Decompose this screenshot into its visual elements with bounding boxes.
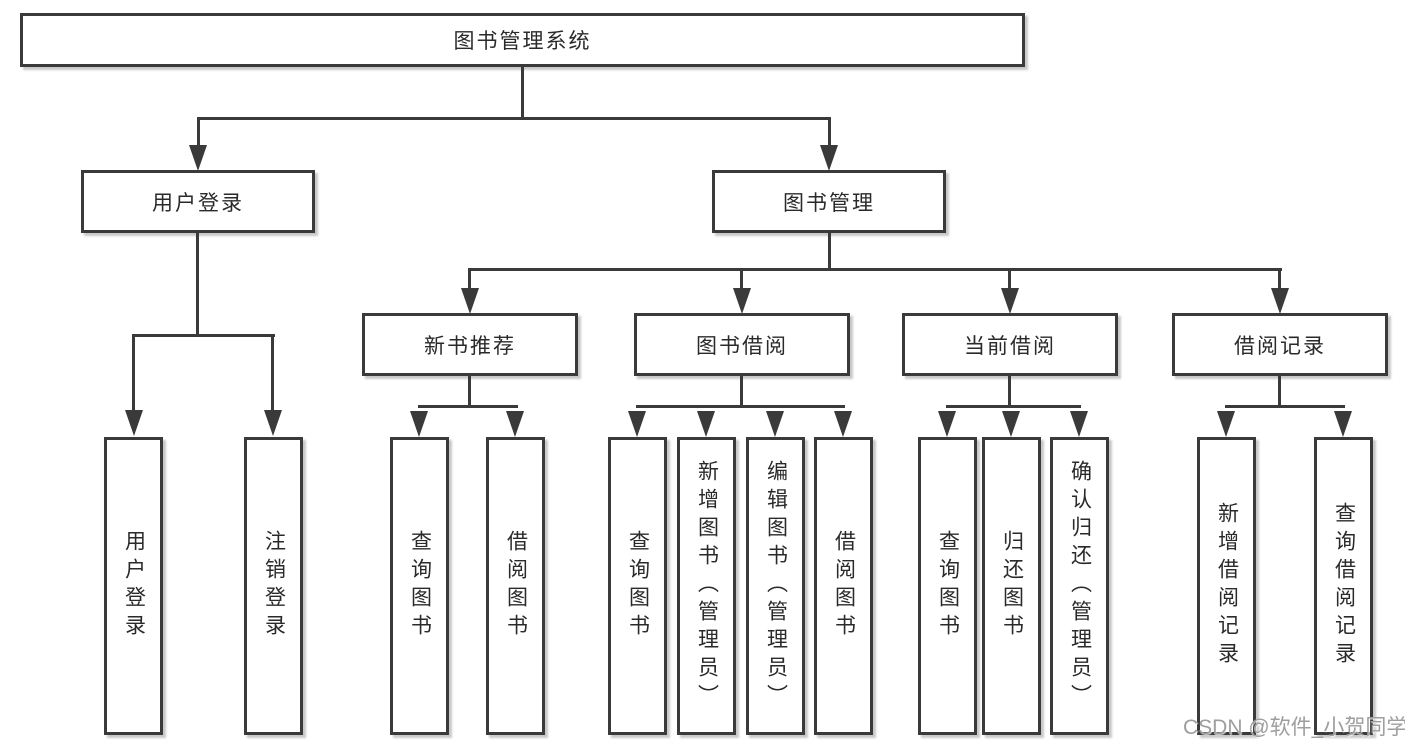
- leaf-return-books-label: 归还图书: [1000, 530, 1024, 642]
- node-book-management-label: 图书管理: [783, 191, 875, 215]
- connector-branch: [636, 405, 845, 408]
- leaf-edit-books-admin-label: 编辑图书（管理员）: [764, 460, 788, 712]
- arrow-down-icon: [1334, 411, 1352, 437]
- node-user-login: 用户登录: [81, 170, 315, 233]
- arrow-down-icon: [820, 145, 838, 171]
- leaf-confirm-return-admin: 确认归还（管理员）: [1050, 437, 1109, 735]
- node-borrow-records-label: 借阅记录: [1234, 334, 1326, 358]
- csdn-watermark: CSDN @软件_小贺同学: [1183, 716, 1405, 739]
- node-current-borrow-label: 当前借阅: [964, 334, 1056, 358]
- connector-drop: [132, 334, 135, 412]
- leaf-logout: 注销登录: [244, 437, 303, 735]
- node-book-borrow-label: 图书借阅: [696, 334, 788, 358]
- node-book-borrow: 图书借阅: [634, 313, 850, 376]
- connector-drop: [271, 334, 274, 412]
- arrow-down-icon: [1271, 288, 1289, 314]
- leaf-query-borrow-record: 查询借阅记录: [1314, 437, 1373, 735]
- arrow-down-icon: [1002, 411, 1020, 437]
- leaf-add-books-admin: 新增图书（管理员）: [677, 437, 736, 735]
- leaf-confirm-return-admin-label: 确认归还（管理员）: [1068, 460, 1092, 712]
- connector-branch: [946, 405, 1081, 408]
- arrow-down-icon: [834, 411, 852, 437]
- arrow-down-icon: [1217, 411, 1235, 437]
- leaf-query-books-current-label: 查询图书: [936, 530, 960, 642]
- connector-branch: [418, 405, 518, 408]
- node-new-book-recommend-label: 新书推荐: [424, 334, 516, 358]
- connector-branch: [1225, 405, 1345, 408]
- connector-book-mgmt-branch: [468, 268, 1282, 271]
- leaf-logout-label: 注销登录: [262, 530, 286, 642]
- leaf-borrow-books-label: 借阅图书: [832, 530, 856, 642]
- arrow-down-icon: [766, 411, 784, 437]
- leaf-return-books: 归还图书: [982, 437, 1041, 735]
- leaf-user-login: 用户登录: [104, 437, 163, 735]
- leaf-borrow-books: 借阅图书: [814, 437, 873, 735]
- arrow-down-icon: [506, 411, 524, 437]
- arrow-down-icon: [125, 410, 143, 436]
- connector-root-stem: [521, 67, 524, 120]
- leaf-edit-books-admin: 编辑图书（管理员）: [746, 437, 805, 735]
- leaf-borrow-books-recommend-label: 借阅图书: [504, 530, 528, 642]
- connector-stem: [740, 376, 743, 408]
- connector-user-login-stem: [196, 233, 199, 337]
- leaf-query-books-recommend-label: 查询图书: [408, 530, 432, 642]
- leaf-query-books-borrow: 查询图书: [608, 437, 667, 735]
- arrow-down-icon: [461, 288, 479, 314]
- connector-drop: [468, 268, 471, 292]
- node-book-management: 图书管理: [712, 170, 946, 233]
- leaf-user-login-label: 用户登录: [122, 530, 146, 642]
- connector-drop: [740, 268, 743, 292]
- arrow-down-icon: [264, 410, 282, 436]
- node-new-book-recommend: 新书推荐: [362, 313, 578, 376]
- node-current-borrow: 当前借阅: [902, 313, 1118, 376]
- leaf-query-books-current: 查询图书: [918, 437, 977, 735]
- connector-drop: [828, 117, 831, 148]
- connector-user-login-branch: [132, 334, 275, 337]
- connector-root-branch: [197, 117, 831, 120]
- node-user-login-label: 用户登录: [152, 191, 244, 215]
- leaf-query-books-borrow-label: 查询图书: [626, 530, 650, 642]
- leaf-borrow-books-recommend: 借阅图书: [486, 437, 545, 735]
- connector-book-mgmt-stem: [828, 233, 831, 271]
- node-root: 图书管理系统: [20, 13, 1025, 67]
- arrow-down-icon: [1001, 288, 1019, 314]
- arrow-down-icon: [733, 288, 751, 314]
- leaf-add-borrow-record-label: 新增借阅记录: [1215, 502, 1239, 670]
- connector-drop: [197, 117, 200, 148]
- leaf-query-borrow-record-label: 查询借阅记录: [1332, 502, 1356, 670]
- arrow-down-icon: [410, 411, 428, 437]
- connector-drop: [1278, 268, 1281, 292]
- connector-drop: [1008, 268, 1011, 292]
- arrow-down-icon: [697, 411, 715, 437]
- leaf-add-books-admin-label: 新增图书（管理员）: [695, 460, 719, 712]
- arrow-down-icon: [938, 411, 956, 437]
- arrow-down-icon: [628, 411, 646, 437]
- connector-stem: [1278, 376, 1281, 408]
- leaf-query-books-recommend: 查询图书: [390, 437, 449, 735]
- node-root-label: 图书管理系统: [453, 30, 592, 53]
- arrow-down-icon: [1070, 411, 1088, 437]
- leaf-add-borrow-record: 新增借阅记录: [1197, 437, 1256, 735]
- arrow-down-icon: [189, 145, 207, 171]
- connector-stem: [1008, 376, 1011, 408]
- node-borrow-records: 借阅记录: [1172, 313, 1388, 376]
- connector-stem: [468, 376, 471, 408]
